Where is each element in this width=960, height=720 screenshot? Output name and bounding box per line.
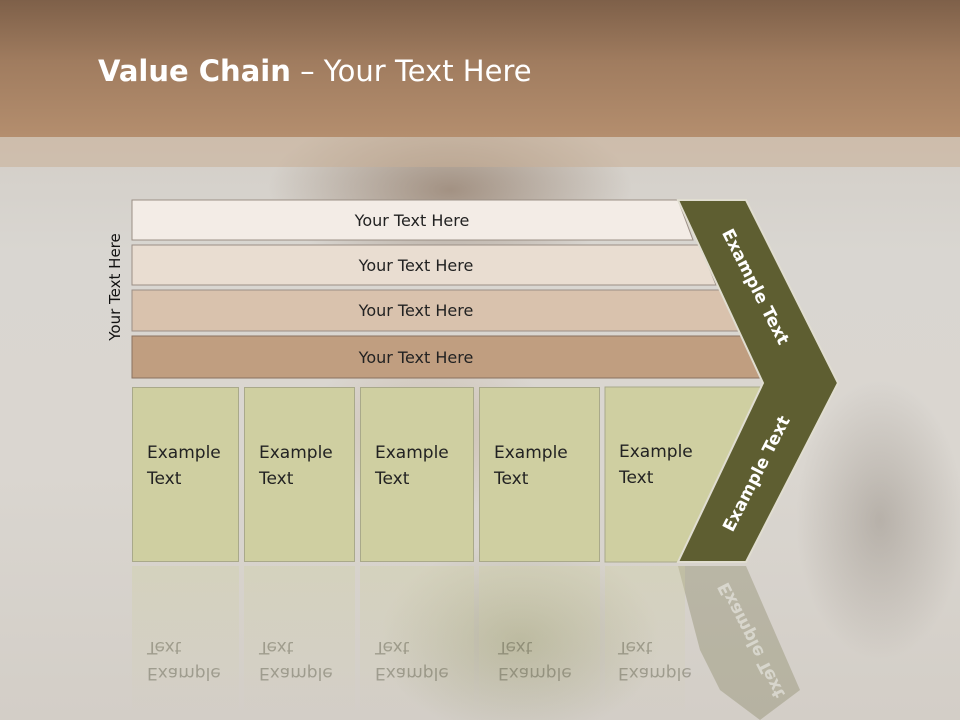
box-3-line1: Example (375, 443, 449, 463)
box-1-line2: Text (147, 469, 182, 489)
bar-3-label: Your Text Here (358, 301, 474, 320)
box-5-reflection (605, 566, 685, 716)
box-3-reflection-text: Example Text (375, 634, 449, 686)
box-2-reflection (244, 566, 355, 716)
box-3-reflection-line2: Text (375, 637, 410, 657)
box-3-reflection-line1: Example (375, 663, 449, 683)
box-5-reflection-line2: Text (618, 637, 653, 657)
bar-4-label: Your Text Here (358, 347, 474, 367)
box-2-reflection-text: Example Text (259, 634, 333, 686)
bar-1-label: Your Text Here (354, 210, 470, 230)
box-2-line1: Example (259, 443, 333, 463)
banner-strip (0, 137, 960, 167)
bar-1: Your Text Here (132, 200, 692, 240)
bar-2: Your Text Here (132, 245, 700, 285)
box-5-line2: Text (619, 468, 654, 488)
slide-title: Value Chain – Your Text Here (98, 54, 532, 88)
title-bold: Value Chain (98, 54, 291, 88)
box-4-reflection (479, 566, 600, 716)
box-1-reflection (132, 566, 239, 716)
bar-1-shape (131, 199, 694, 241)
box-5-reflection-text: Example Text (618, 634, 692, 686)
box-1-line1: Example (147, 443, 221, 463)
box-4-reflection-line1: Example (498, 663, 572, 683)
box-2-reflection-line1: Example (259, 663, 333, 683)
bar-4: Your Text Here (132, 336, 700, 378)
box-5-line1: Example (619, 442, 693, 462)
title-banner (0, 0, 960, 137)
box-4-line2: Text (494, 469, 529, 489)
bar-2-shape (131, 244, 717, 286)
box-5-reflection-line1: Example (618, 663, 692, 683)
chevron-shape (676, 199, 840, 563)
box-2-line2: Text (259, 469, 294, 489)
box-2-reflection-line2: Text (259, 637, 294, 657)
box-4-reflection-line2: Text (498, 637, 533, 657)
chevron-reflection (678, 566, 800, 720)
box-4-line1: Example (494, 443, 568, 463)
box-4-reflection-text: Example Text (498, 634, 572, 686)
box-3-reflection (360, 566, 474, 716)
box-1-reflection-text: Example Text (147, 634, 221, 686)
box-1-reflection-line2: Text (147, 637, 182, 657)
box-1-reflection-line1: Example (147, 663, 221, 683)
title-rest: – Your Text Here (290, 54, 532, 88)
bar-3: Your Text Here (132, 290, 700, 331)
bar-2-label: Your Text Here (358, 255, 474, 275)
box-3-line2: Text (375, 469, 410, 489)
